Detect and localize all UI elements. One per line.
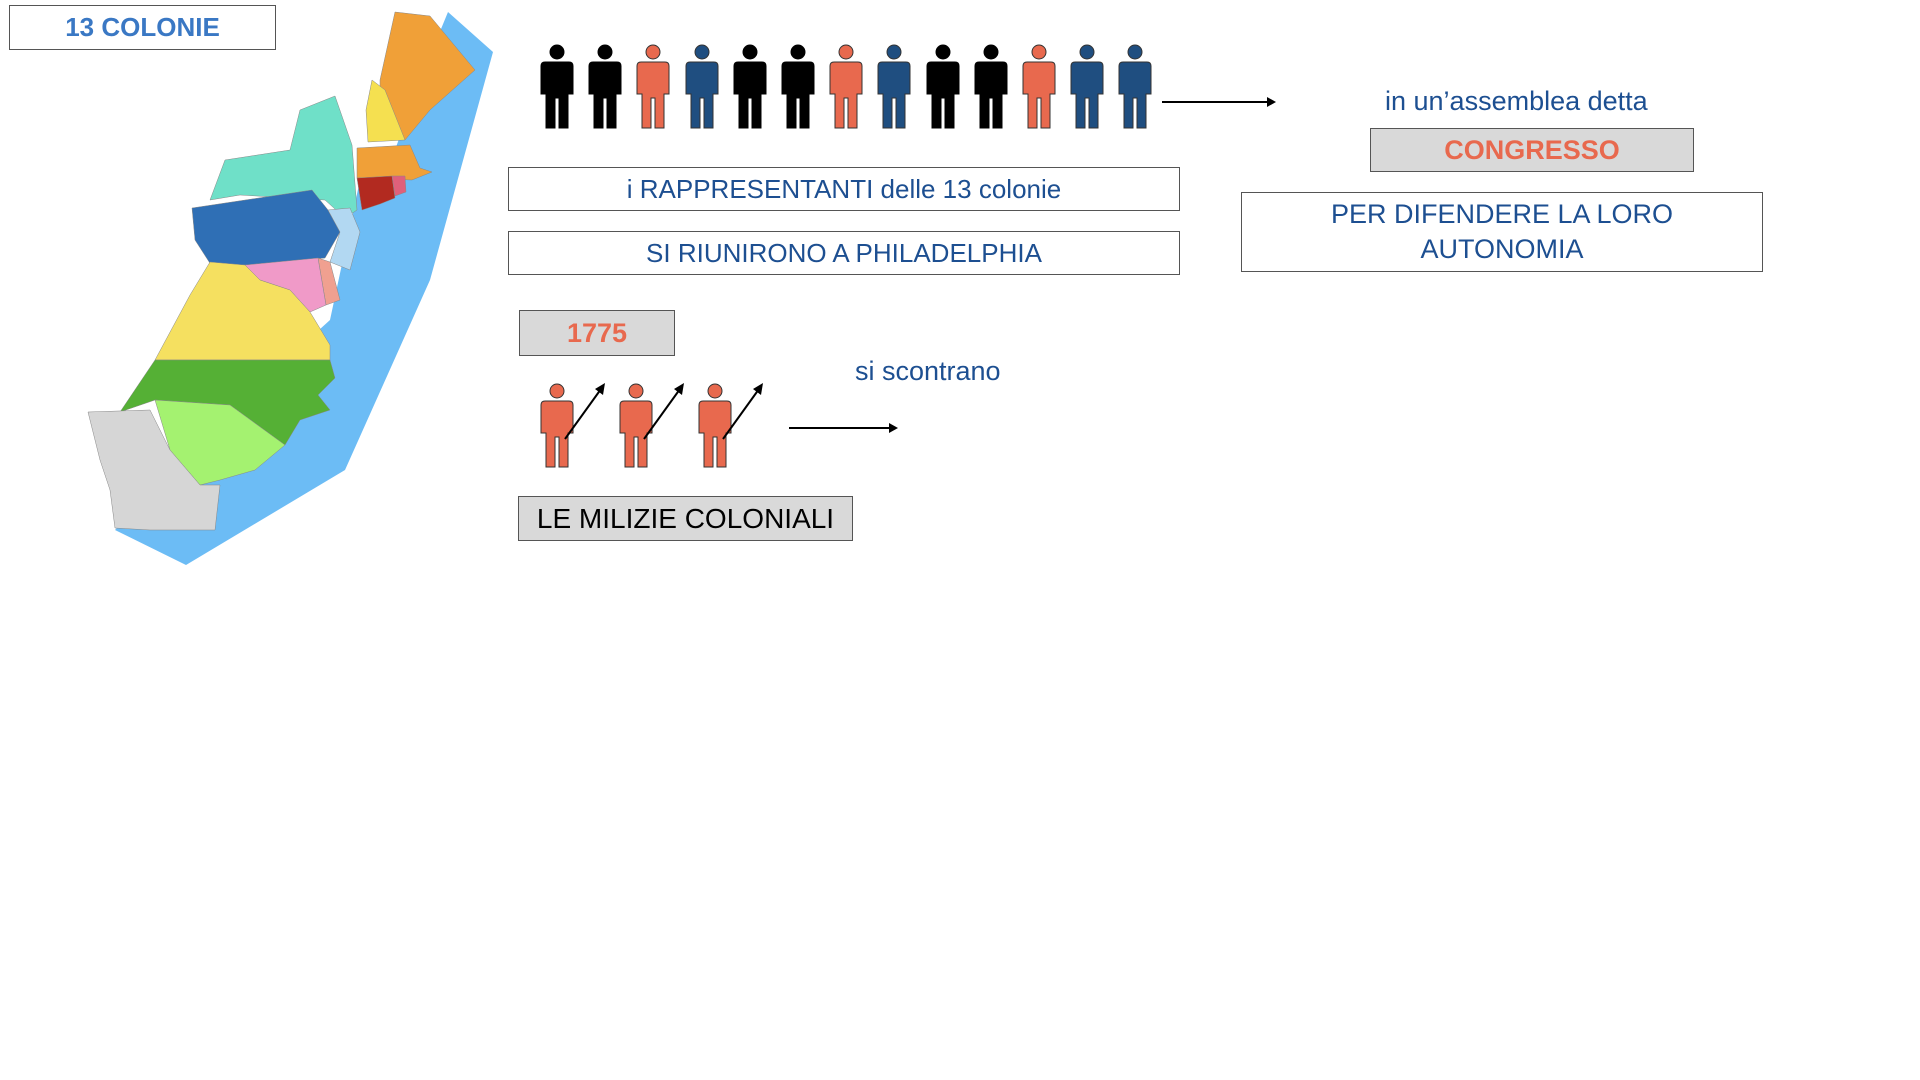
representative-figure-black — [926, 44, 960, 129]
militia-label: LE MILIZIE COLONIALI — [536, 502, 835, 534]
clash-text: si scontrano — [855, 356, 1001, 386]
representatives-box: i RAPPRESENTANTI delle 13 colonie — [508, 167, 1180, 211]
colony-pennsylvania — [191, 189, 341, 269]
title-box: 13 COLONIE — [9, 5, 276, 50]
militia-figure — [698, 383, 763, 468]
militia-figure — [540, 383, 605, 468]
militia-row — [539, 383, 779, 475]
representative-figure-blue — [877, 44, 911, 129]
colonies-map — [87, 11, 493, 565]
representative-figure-blue — [1118, 44, 1152, 129]
purpose-line-2: AUTONOMIA — [1420, 234, 1584, 264]
militia-figure — [619, 383, 684, 468]
representative-figure-red — [1022, 44, 1056, 129]
meeting-label: SI RIUNIRONO A PHILADELPHIA — [646, 237, 1042, 268]
colony-rhode-island — [391, 175, 407, 197]
representative-figure-red — [636, 44, 670, 129]
purpose-line-1: PER DIFENDERE LA LORO — [1330, 199, 1674, 229]
colony-new-jersey — [327, 207, 361, 271]
representative-figure-blue — [685, 44, 719, 129]
representative-figure-red — [829, 44, 863, 129]
representative-figure-blue — [1070, 44, 1104, 129]
purpose-box: PER DIFENDERE LA LORO AUTONOMIA — [1241, 192, 1763, 272]
representative-figure-black — [974, 44, 1008, 129]
colony-new-hampshire — [365, 79, 406, 143]
colony-north-carolina — [119, 359, 336, 446]
colony-georgia — [87, 409, 221, 531]
representative-figure-black — [781, 44, 815, 129]
year-box: 1775 — [519, 310, 675, 356]
congress-box: CONGRESSO — [1370, 128, 1694, 172]
representatives-label: i RAPPRESENTANTI delle 13 colonie — [626, 173, 1062, 204]
representatives-row — [539, 44, 1159, 130]
meeting-box: SI RIUNIRONO A PHILADELPHIA — [508, 231, 1180, 275]
colony-new-york — [209, 95, 358, 219]
assembly-text: in un’assemblea detta — [1385, 86, 1648, 116]
page-title: 13 COLONIE — [65, 12, 220, 42]
colony-virginia — [154, 261, 331, 361]
arrow-to-clash — [789, 423, 898, 433]
militia-box: LE MILIZIE COLONIALI — [518, 496, 853, 541]
representative-figure-black — [588, 44, 622, 129]
colony-connecticut — [356, 175, 396, 211]
congress-label: CONGRESSO — [1444, 134, 1620, 165]
arrow-to-assembly — [1162, 97, 1276, 107]
year-label: 1775 — [566, 317, 628, 348]
representative-figure-black — [540, 44, 574, 129]
representative-figure-black — [733, 44, 767, 129]
colony-maine — [379, 11, 476, 141]
